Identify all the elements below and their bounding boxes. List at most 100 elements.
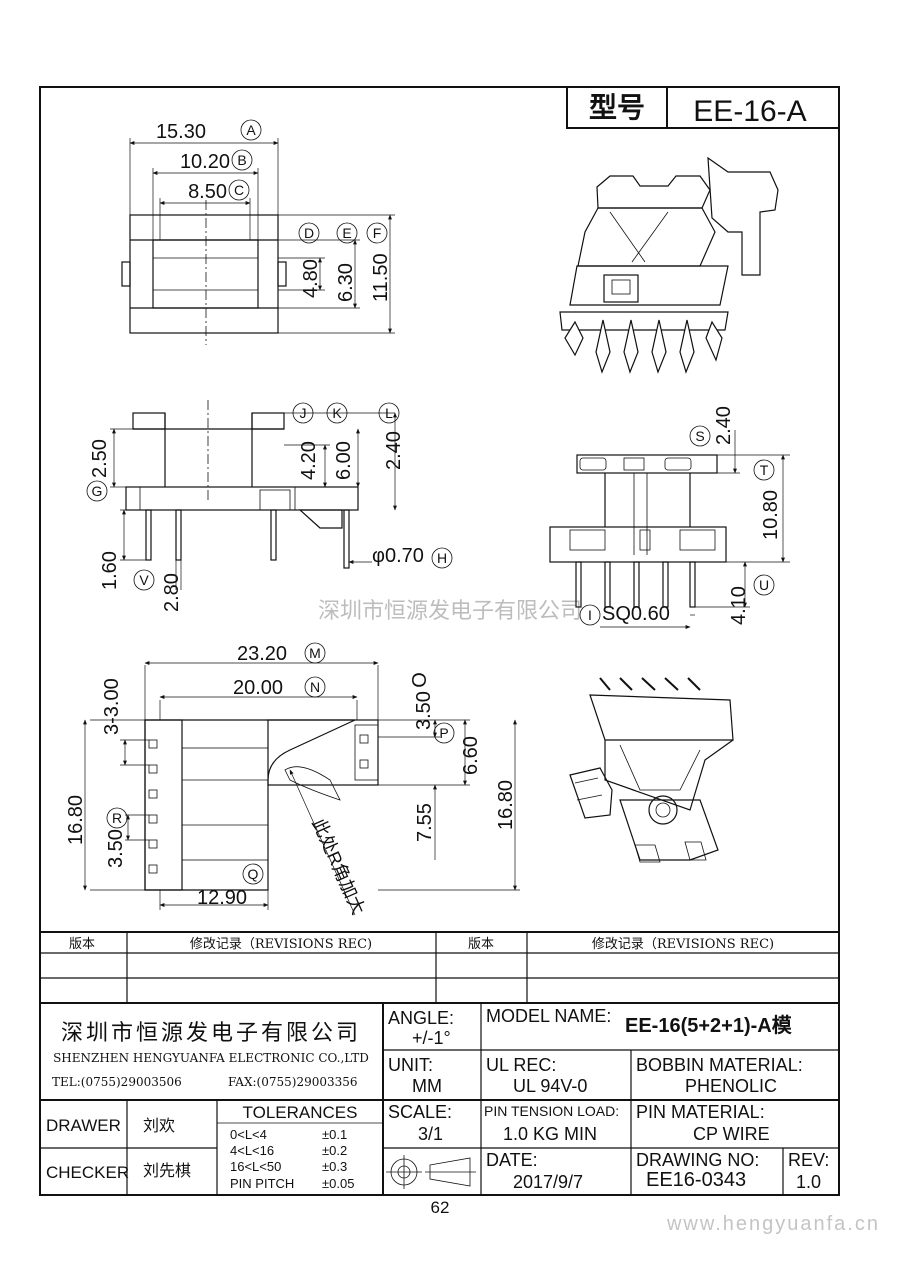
rev-header-record-1: 修改记录（REVISIONS REC) — [190, 937, 372, 952]
dim-r-marker — [106, 807, 128, 829]
scale-value: 3/1 — [418, 1124, 443, 1144]
dim-u-id: U — [759, 577, 769, 593]
company-fax: FAX:(0755)29003356 — [228, 1075, 358, 1089]
tolerance-range-4: PIN PITCH — [230, 1176, 294, 1191]
tolerance-value-1: ±0.1 — [322, 1127, 347, 1142]
dim-j-marker — [292, 402, 314, 424]
model-name-label: MODEL NAME: — [486, 1006, 611, 1026]
dim-s-id: S — [695, 428, 704, 444]
dim-v-value: 1.60 — [99, 551, 121, 590]
tolerance-value-4: ±0.05 — [322, 1176, 354, 1191]
note-radius: 此处R角加大 — [308, 815, 368, 917]
drawing-no-label: DRAWING NO: — [636, 1150, 759, 1170]
tolerances-label: TOLERANCES — [243, 1103, 358, 1122]
dim-b-value: 10.20 — [180, 151, 230, 173]
dim-c-value: 8.50 — [188, 181, 227, 203]
scale-label: SCALE: — [388, 1102, 452, 1122]
company-name-en: SHENZHEN HENGYUANFA ELECTRONIC CO.,LTD — [53, 1051, 369, 1065]
top-view — [121, 138, 395, 345]
dim-w-value: 2.80 — [161, 573, 183, 612]
bobbin-material-label: BOBBIN MATERIAL: — [636, 1055, 803, 1075]
isometric-view-bottom — [569, 677, 734, 863]
dim-l-id: L — [385, 405, 393, 421]
dim-r-id: R — [112, 810, 122, 826]
dim-n-id: N — [310, 679, 320, 695]
dim-e-id: E — [342, 225, 351, 241]
isometric-view-top — [559, 156, 779, 374]
dim-d-marker — [298, 222, 320, 244]
model-label: 型号 — [589, 92, 645, 123]
pin-tension-value: 1.0 KG MIN — [503, 1124, 597, 1144]
tolerance-value-3: ±0.3 — [322, 1159, 347, 1174]
rev-value: 1.0 — [796, 1172, 821, 1192]
tolerance-value-2: ±0.2 — [322, 1143, 347, 1158]
checker-label: CHECKER — [46, 1163, 129, 1182]
dim-p-marker — [433, 722, 455, 744]
dim-f-marker — [366, 222, 388, 244]
ul-value: UL 94V-0 — [513, 1076, 587, 1096]
dim-h-value: φ0.70 — [372, 545, 424, 567]
dim-l-value: 2.40 — [383, 431, 405, 470]
dim-r-value: 3.50 — [105, 829, 127, 868]
dim-t-id: T — [760, 462, 769, 478]
dim-q-id: Q — [248, 866, 259, 882]
dim-i-id: I — [588, 607, 592, 623]
dim-g-id: G — [92, 483, 103, 499]
pin-tension-label: PIN TENSION LOAD: — [484, 1103, 619, 1119]
dim-o-id: O — [409, 672, 431, 688]
dim-f-id: F — [373, 225, 382, 241]
pin-material-value: CP WIRE — [693, 1124, 770, 1144]
dim-g-marker — [86, 480, 108, 502]
checker-value: 刘先棋 — [143, 1162, 191, 1180]
dim-p-value: 6.60 — [460, 736, 482, 775]
dim-g-value: 2.50 — [89, 439, 111, 478]
ul-label: UL REC: — [486, 1055, 556, 1075]
dim-m-id: M — [309, 645, 321, 661]
dim-a-value: 15.30 — [156, 121, 206, 143]
dim-h-marker — [431, 547, 453, 569]
side-view-labels: G 2.50 φ0.70 H J 4.20 K 6.00 L 2.40 1.60… — [86, 402, 453, 612]
dim-7-55-value: 7.55 — [414, 803, 436, 842]
dim-k-value: 6.00 — [333, 441, 355, 480]
dim-3x3-value: 3-3.00 — [101, 678, 123, 735]
drawer-value: 刘欢 — [143, 1117, 175, 1135]
rev-header-version-1: 版本 — [69, 937, 95, 952]
dim-u-value: 4.10 — [728, 586, 750, 625]
dim-c-id: C — [234, 182, 244, 198]
revisions-table: 版本 修改记录（REVISIONS REC) 版本 修改记录（REVISIONS… — [40, 931, 839, 1004]
dim-v-id: V — [139, 572, 149, 588]
drawing-no-value: EE16-0343 — [646, 1169, 746, 1191]
dim-n-marker — [304, 676, 326, 698]
dim-j-value: 4.20 — [298, 441, 320, 480]
bottom-view — [83, 661, 520, 916]
dim-j-id: J — [300, 405, 307, 421]
unit-label: UNIT: — [388, 1055, 433, 1075]
drawing-border — [39, 86, 840, 1196]
dim-i-marker — [579, 604, 601, 626]
dim-i-value: SQ0.60 — [602, 603, 670, 625]
rev-header-record-2: 修改记录（REVISIONS REC) — [592, 937, 774, 952]
dim-h-id: H — [437, 550, 447, 566]
dim-m-value: 23.20 — [237, 643, 287, 665]
dim-f-value: 11.50 — [370, 253, 392, 302]
dim-v-marker — [133, 569, 155, 591]
dim-t-marker — [753, 459, 775, 481]
pin-material-label: PIN MATERIAL: — [636, 1102, 765, 1122]
angle-label: ANGLE: — [388, 1008, 454, 1028]
dim-left-16-80-value: 16.80 — [65, 795, 87, 845]
rev-label: REV: — [788, 1150, 829, 1170]
dim-a-id: A — [246, 122, 256, 138]
rev-header-version-2: 版本 — [468, 937, 494, 952]
front-view-labels: S 2.40 T 10.80 U 4.10 I SQ0.60 — [579, 406, 782, 626]
angle-value: +/-1° — [412, 1028, 451, 1048]
drawer-label: DRAWER — [46, 1116, 121, 1135]
page-number: 62 — [431, 1198, 450, 1217]
dim-k-marker — [326, 402, 348, 424]
model-value: EE-16-A — [693, 95, 806, 128]
front-view — [549, 430, 790, 629]
dim-l-marker — [378, 402, 400, 424]
company-tel: TEL:(0755)29003506 — [52, 1075, 182, 1089]
projection-symbol-icon — [386, 1155, 476, 1189]
dim-e-value: 6.30 — [335, 263, 357, 302]
